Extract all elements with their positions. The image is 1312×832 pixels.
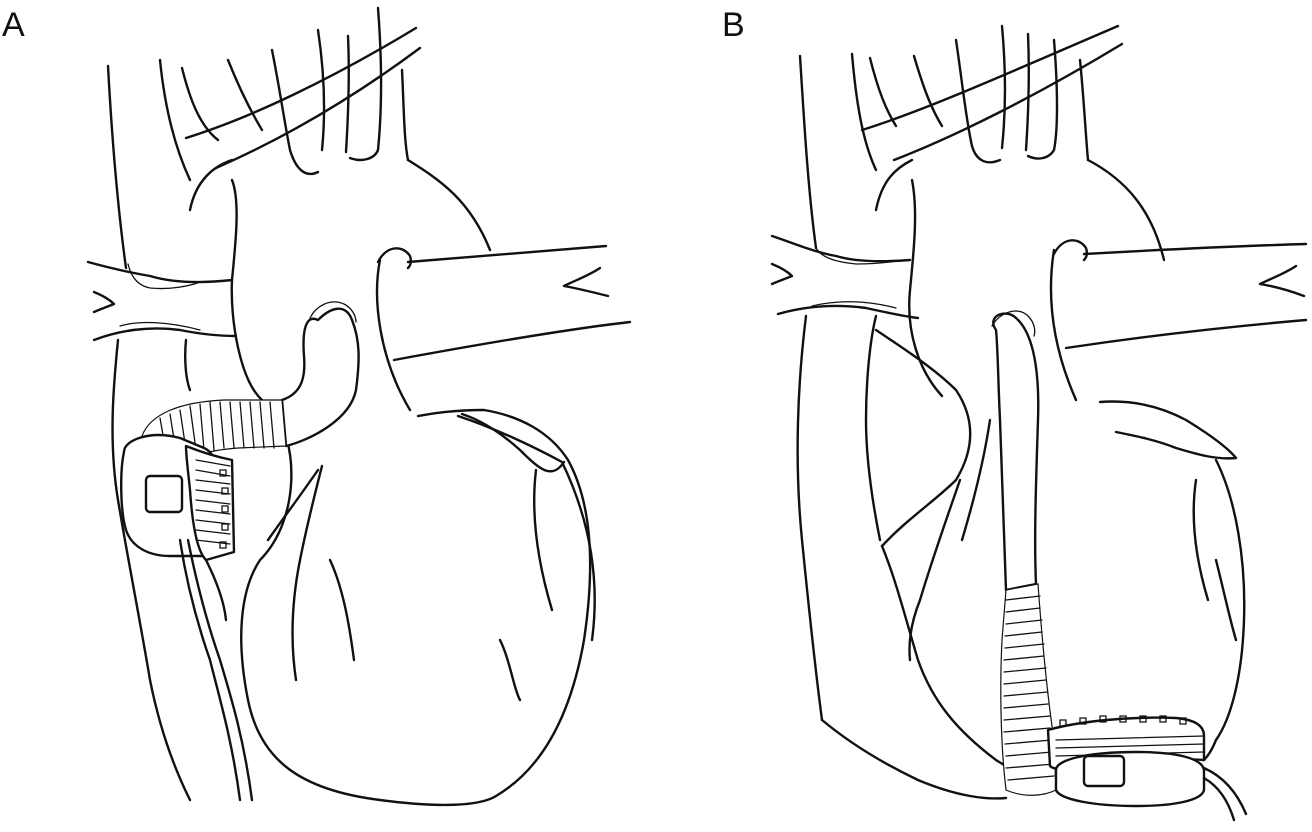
neck-vessel-b3 — [954, 38, 1002, 164]
neck-vessel-b4 — [1000, 24, 1007, 150]
pulmonary-artery-end — [376, 247, 413, 270]
suture-line-b2 — [811, 301, 897, 309]
heart-lower-left-b — [820, 718, 1008, 800]
neck-vessel-b7 — [1078, 58, 1090, 162]
innominate-vein-upper — [184, 26, 418, 140]
neck-vessel-b6 — [1026, 38, 1059, 160]
panel-a-label: A — [2, 6, 25, 44]
aortic-arch — [188, 158, 492, 252]
right-atrium-outline — [111, 338, 192, 802]
outflow-graft — [280, 307, 360, 448]
driveline-b-2 — [1202, 776, 1236, 822]
neck-vessel-b5 — [1024, 32, 1031, 152]
pulmonary-artery-bottom — [392, 320, 632, 362]
brachiocephalic-vessel — [180, 66, 220, 142]
coronary-branch-2 — [266, 468, 320, 542]
left-ventricle-border — [456, 414, 596, 642]
innominate-vein-upper-b — [860, 24, 1120, 132]
neck-vessel-4 — [344, 34, 351, 154]
heart-right-border — [240, 404, 592, 807]
coronary-branch-b1 — [960, 418, 992, 542]
suture-line-1 — [127, 263, 201, 290]
pulmonary-notch-b — [1258, 264, 1306, 298]
outflow-graft-b — [992, 312, 1040, 592]
neck-vessel-b2 — [912, 54, 944, 128]
neck-vessel-5 — [348, 6, 383, 162]
right-pa-bottom — [92, 327, 238, 342]
ra-wedge-b — [874, 328, 972, 548]
heart-right-border-b — [1214, 458, 1246, 742]
lv-lower-b — [1202, 738, 1218, 762]
svc-left-wall-b — [798, 54, 818, 250]
driveline-a-2 — [186, 538, 254, 802]
pulmonary-notch — [562, 266, 610, 298]
panel-b-label: B — [722, 6, 745, 44]
driveline-b-1 — [1202, 766, 1248, 816]
panel-b: B — [656, 0, 1312, 832]
ascending-aorta-right-b — [1049, 248, 1078, 402]
neck-vessel-6 — [400, 68, 410, 162]
graft-hatch-lines-a — [159, 401, 275, 453]
right-atrium-outline-b — [796, 314, 824, 722]
aortic-arch-b — [874, 158, 1166, 262]
innominate-vein-lower — [214, 46, 422, 170]
right-atrium-inner — [184, 338, 192, 392]
ascending-aorta-right — [375, 258, 412, 412]
left-atrial-appendage — [460, 412, 566, 473]
sewing-ring-sutures-a — [195, 459, 231, 549]
coronary-branch-1 — [291, 464, 324, 682]
coronary-branch-b3 — [1192, 478, 1210, 602]
coronary-branch-3 — [533, 468, 554, 612]
suture-line-2 — [119, 321, 201, 331]
ascending-aorta-left-b — [908, 178, 944, 398]
outflow-suture-b — [991, 310, 1036, 337]
neck-vessel-3 — [316, 28, 326, 152]
pulmonary-artery-top-b — [1082, 242, 1308, 256]
panel-a: A — [2, 6, 632, 807]
right-pa-bottom-b — [776, 304, 920, 320]
coronary-branch-4 — [498, 638, 522, 702]
svc-right-wall-b — [850, 52, 878, 172]
pulmonary-artery-end-b — [1052, 239, 1089, 262]
coronary-branch-b2 — [908, 478, 962, 662]
right-pa-top — [86, 260, 234, 284]
pump-housing-b — [1054, 750, 1206, 808]
svc-right-wall — [158, 58, 192, 182]
neck-vessel-2 — [270, 48, 320, 176]
coronary-branch-5 — [328, 558, 356, 662]
heart-diagram-a — [86, 6, 632, 807]
right-pa-notch-b — [770, 262, 794, 286]
pump-motor-a — [144, 474, 184, 514]
svc-left-wall — [106, 64, 128, 270]
graft-hatch-lines-b — [1003, 595, 1055, 781]
neck-vessel-b1 — [868, 56, 898, 128]
suture-line-b1 — [815, 247, 905, 265]
outflow-suture — [309, 301, 357, 323]
ra-inner-b — [864, 314, 882, 542]
right-pa-notch — [92, 290, 116, 314]
right-pa-top-b — [770, 234, 912, 263]
ascending-aorta-left — [230, 178, 264, 402]
pulmonary-artery-bottom-b — [1064, 318, 1308, 350]
ra-lower — [204, 558, 228, 622]
corrugated-graft-b — [1000, 583, 1057, 796]
innominate-vein-lower-b — [892, 42, 1124, 162]
neck-vessel-1 — [226, 58, 264, 132]
left-atrial-appendage-b — [1098, 400, 1238, 460]
driveline-a-1 — [178, 538, 242, 802]
heart-diagram-b — [770, 24, 1308, 822]
pump-motor-b — [1082, 754, 1126, 788]
coronary-branch-b4 — [1214, 558, 1238, 642]
pulmonary-artery-top — [406, 244, 608, 264]
